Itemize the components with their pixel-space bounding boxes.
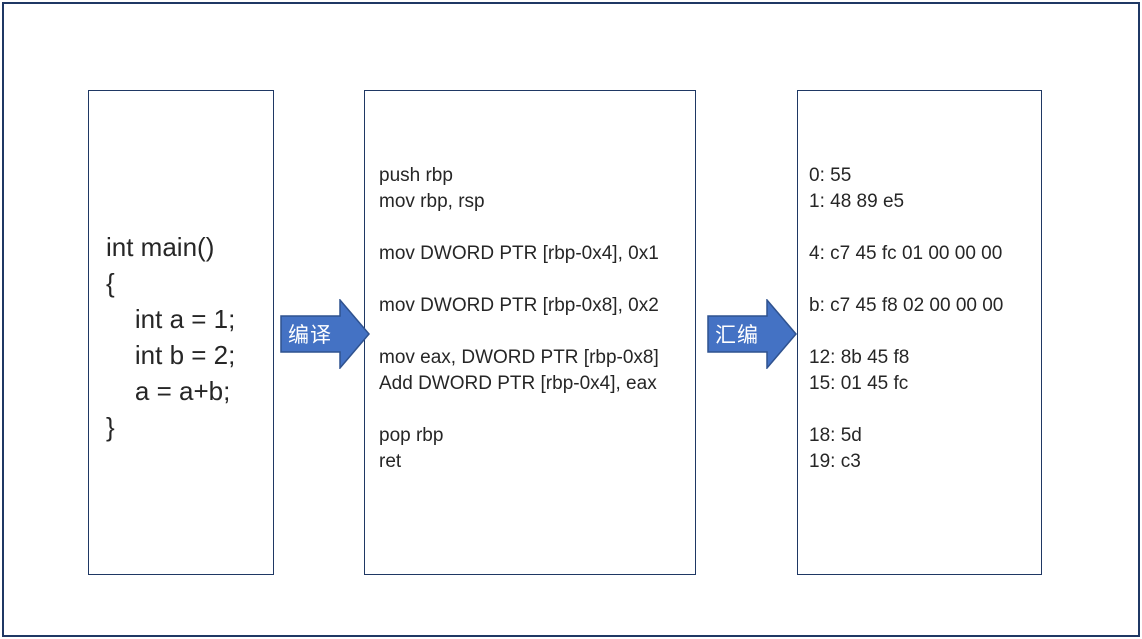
code-line: [809, 267, 1003, 293]
code-line: a = a+b;: [106, 376, 231, 406]
code-line: [809, 397, 1003, 423]
code-line: [379, 267, 659, 293]
right-arrow-shape: [280, 299, 370, 369]
code-line: 1: 48 89 e5: [809, 191, 905, 212]
code-line: int main(): [106, 232, 215, 262]
code-line: mov DWORD PTR [rbp-0x4], 0x1: [379, 243, 659, 264]
code-line: [809, 215, 1003, 241]
code-line: {: [106, 268, 115, 298]
code-line: b: c7 45 f8 02 00 00 00: [809, 295, 1004, 316]
code-line: mov DWORD PTR [rbp-0x8], 0x2: [379, 295, 659, 316]
right-arrow-shape: [707, 299, 797, 369]
code-line: int b = 2;: [106, 340, 236, 370]
code-line: ret: [379, 451, 402, 472]
compile-arrow-label: 编译: [288, 324, 332, 347]
code-line: 4: c7 45 fc 01 00 00 00: [809, 243, 1003, 264]
code-line: int a = 1;: [106, 304, 236, 334]
code-line: mov eax, DWORD PTR [rbp-0x8]: [379, 347, 659, 368]
assembly-box: push rbp mov rbp, rsp mov DWORD PTR [rbp-…: [364, 90, 696, 575]
assembly-text: push rbp mov rbp, rsp mov DWORD PTR [rbp-…: [379, 163, 659, 475]
machine-code-box: 0: 55 1: 48 89 e5 4: c7 45 fc 01 00 00 00…: [797, 90, 1042, 575]
source-code-box: int main() { int a = 1; int b = 2; a = a+…: [88, 90, 274, 575]
code-line: 18: 5d: [809, 425, 862, 446]
code-line: 15: 01 45 fc: [809, 373, 909, 394]
source-code-text: int main() { int a = 1; int b = 2; a = a+…: [106, 229, 235, 445]
machine-code-text: 0: 55 1: 48 89 e5 4: c7 45 fc 01 00 00 00…: [809, 163, 1003, 475]
code-line: [809, 319, 1003, 345]
code-line: Add DWORD PTR [rbp-0x4], eax: [379, 373, 657, 394]
assemble-arrow: 汇编: [707, 299, 797, 369]
code-line: push rbp: [379, 165, 453, 186]
code-line: mov rbp, rsp: [379, 191, 485, 212]
code-line: pop rbp: [379, 425, 444, 446]
right-arrow-icon: [280, 299, 370, 369]
code-line: 12: 8b 45 f8: [809, 347, 910, 368]
code-line: [379, 215, 659, 241]
code-line: [379, 397, 659, 423]
right-arrow-icon: [707, 299, 797, 369]
code-line: }: [106, 412, 115, 442]
code-line: 19: c3: [809, 451, 861, 472]
code-line: [379, 319, 659, 345]
code-line: 0: 55: [809, 165, 852, 186]
assemble-arrow-label: 汇编: [715, 324, 759, 347]
compile-arrow: 编译: [280, 299, 370, 369]
